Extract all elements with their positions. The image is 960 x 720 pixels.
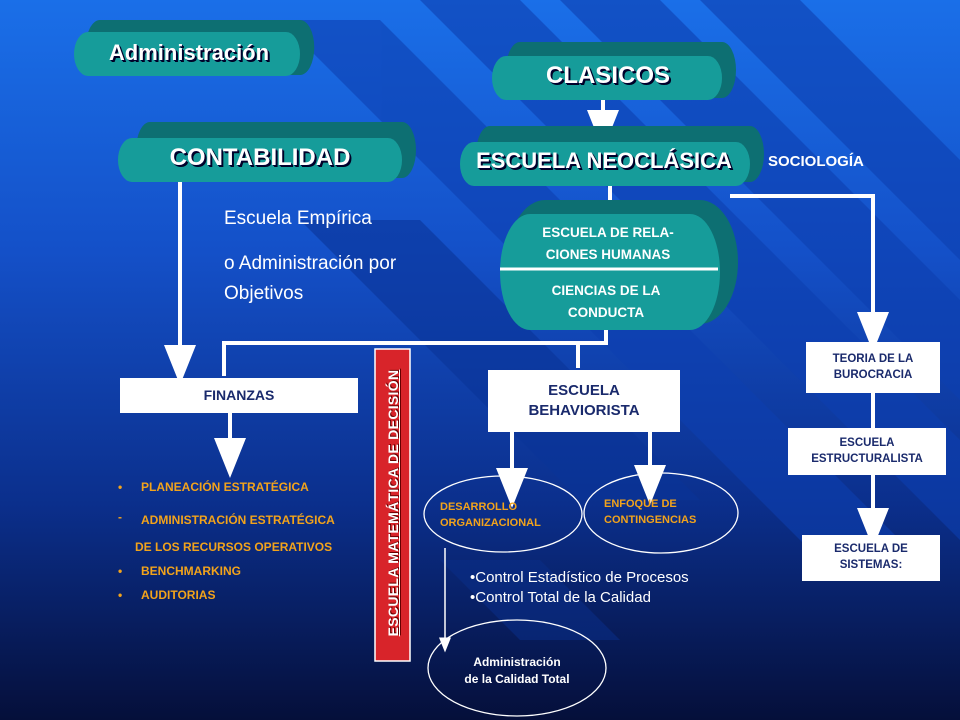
relaciones-block-shape	[500, 200, 738, 330]
contabilidad-label: CONTABILIDAD	[169, 144, 351, 171]
finanzas-label: FINANZAS	[203, 387, 275, 404]
finanzas-item-4: BENCHMARKING	[141, 564, 241, 578]
connector-lines	[164, 100, 889, 548]
sistemas-line2: SISTEMAS:	[839, 559, 903, 571]
calidad-line1: Administración	[473, 655, 561, 669]
conducta-line1: CIENCIAS DE LA	[551, 283, 661, 298]
contabilidad-pill-shape	[118, 122, 416, 182]
desarrollo-label: DESARROLLO ORGANIZACIONAL	[440, 500, 541, 532]
finanzas-item-bullet-4: •	[118, 564, 123, 578]
line-sociologia-burocracia	[730, 194, 889, 352]
desarrollo-line2: ORGANIZACIONAL	[440, 516, 541, 529]
administracion-title: Administración	[108, 40, 270, 65]
calidad-line2: de la Calidad Total	[464, 671, 570, 686]
burocracia-line1: TEORIA DE LA	[832, 352, 914, 365]
finanzas-item-3: DE LOS RECURSOS OPERATIVOS	[135, 540, 333, 554]
control-total: •Control Total de la Calidad	[470, 589, 651, 606]
conducta-line2: CONDUCTA	[567, 305, 645, 320]
enfoque-ellipse	[583, 472, 739, 554]
estructuralista-box: ESCUELA ESTRUCTURALISTA	[788, 428, 946, 475]
relaciones-line1: ESCUELA DE RELA-	[542, 225, 674, 240]
matematica-box-shape	[374, 348, 411, 662]
enfoque-line1: ENFOQUE DE	[604, 498, 677, 510]
neoclasica-pill-shape	[460, 126, 764, 186]
clasicos-pill-shape	[492, 42, 736, 100]
desarrollo-ellipse	[423, 475, 583, 553]
finanzas-item-2: ADMINISTRACIÓN ESTRATÉGICA	[141, 513, 335, 527]
finanzas-item-bullet-2: -	[118, 510, 122, 524]
empirica-line1: Escuela Empírica	[224, 208, 372, 229]
calidad-ellipse	[427, 619, 607, 717]
matematica-label: ESCUELA MATEMÁTICA DE DECISIÓN	[385, 369, 401, 637]
empirica-line3: Objetivos	[224, 283, 304, 304]
behaviorista-box: ESCUELA BEHAVIORISTA	[488, 370, 680, 432]
empirica-line2: o Administración por	[224, 253, 397, 274]
finanzas-item-bullet-5: •	[118, 588, 123, 602]
calidad-label: Administración de la Calidad Total	[440, 654, 594, 688]
finanzas-item-bullet-1: •	[118, 480, 123, 494]
finanzas-item-1: PLANEACIÓN ESTRATÉGICA	[141, 480, 309, 494]
burocracia-line2: BUROCRACIA	[833, 368, 913, 381]
estructuralista-line2: ESTRUCTURALISTA	[811, 452, 923, 465]
finanzas-box: FINANZAS	[120, 378, 358, 413]
behaviorista-line1: ESCUELA	[548, 381, 620, 399]
clasicos-label: CLASICOS	[545, 62, 670, 89]
desarrollo-line1: DESARROLLO	[440, 501, 517, 513]
burocracia-box: TEORIA DE LA BUROCRACIA	[806, 342, 940, 393]
relaciones-line2: CIONES HUMANAS	[545, 247, 671, 262]
enfoque-line2: CONTINGENCIAS	[604, 513, 697, 526]
behaviorista-line2: BEHAVIORISTA	[528, 402, 640, 419]
line-conducta-finanzas	[222, 327, 608, 376]
sistemas-box: ESCUELA DE SISTEMAS:	[802, 535, 940, 581]
administracion-pill-shape	[74, 20, 315, 76]
enfoque-label: ENFOQUE DE CONTINGENCIAS	[604, 497, 696, 529]
sociologia-label: SOCIOLOGÍA	[768, 153, 864, 170]
estructuralista-line1: ESCUELA	[839, 436, 895, 449]
finanzas-item-5: AUDITORIAS	[141, 588, 216, 602]
control-estadistico: •Control Estadístico de Procesos	[470, 569, 689, 586]
sistemas-line1: ESCUELA DE	[834, 543, 908, 556]
neoclasica-label: ESCUELA NEOCLÁSICA	[476, 148, 732, 173]
